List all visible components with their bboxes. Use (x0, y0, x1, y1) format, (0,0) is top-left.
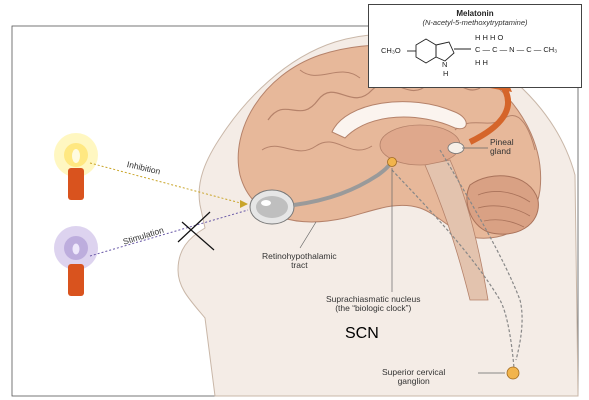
candle-stimulation (54, 226, 98, 296)
ganglion-dot (507, 367, 519, 379)
eye (250, 190, 294, 224)
scn-label-long: Suprachiasmatic nucleus (the “biologic c… (326, 295, 421, 313)
melatonin-structure-box: Melatonin (N-acetyl-5-methoxytryptamine)… (368, 4, 582, 88)
retinohypothalamic-label: Retinohypothalamic tract (262, 252, 337, 270)
pineal-label: Pineal gland (490, 138, 514, 156)
pineal-gland (448, 143, 464, 154)
ganglion-label: Superior cervical ganglion (382, 368, 445, 386)
candle-inhibition (54, 133, 98, 200)
methoxy-group: CH₃O (381, 47, 401, 55)
cerebellum (467, 176, 538, 234)
scn-dot (388, 158, 397, 167)
hydrogens-bottom: H H (475, 59, 488, 67)
ring-hydrogen: H (443, 70, 448, 78)
side-chain: C — C — N — C — CH₃ (475, 46, 557, 54)
scn-short-label: SCN (345, 325, 379, 343)
ring-nitrogen: N (442, 61, 447, 69)
hydrogens-top: H H H O (475, 34, 503, 42)
